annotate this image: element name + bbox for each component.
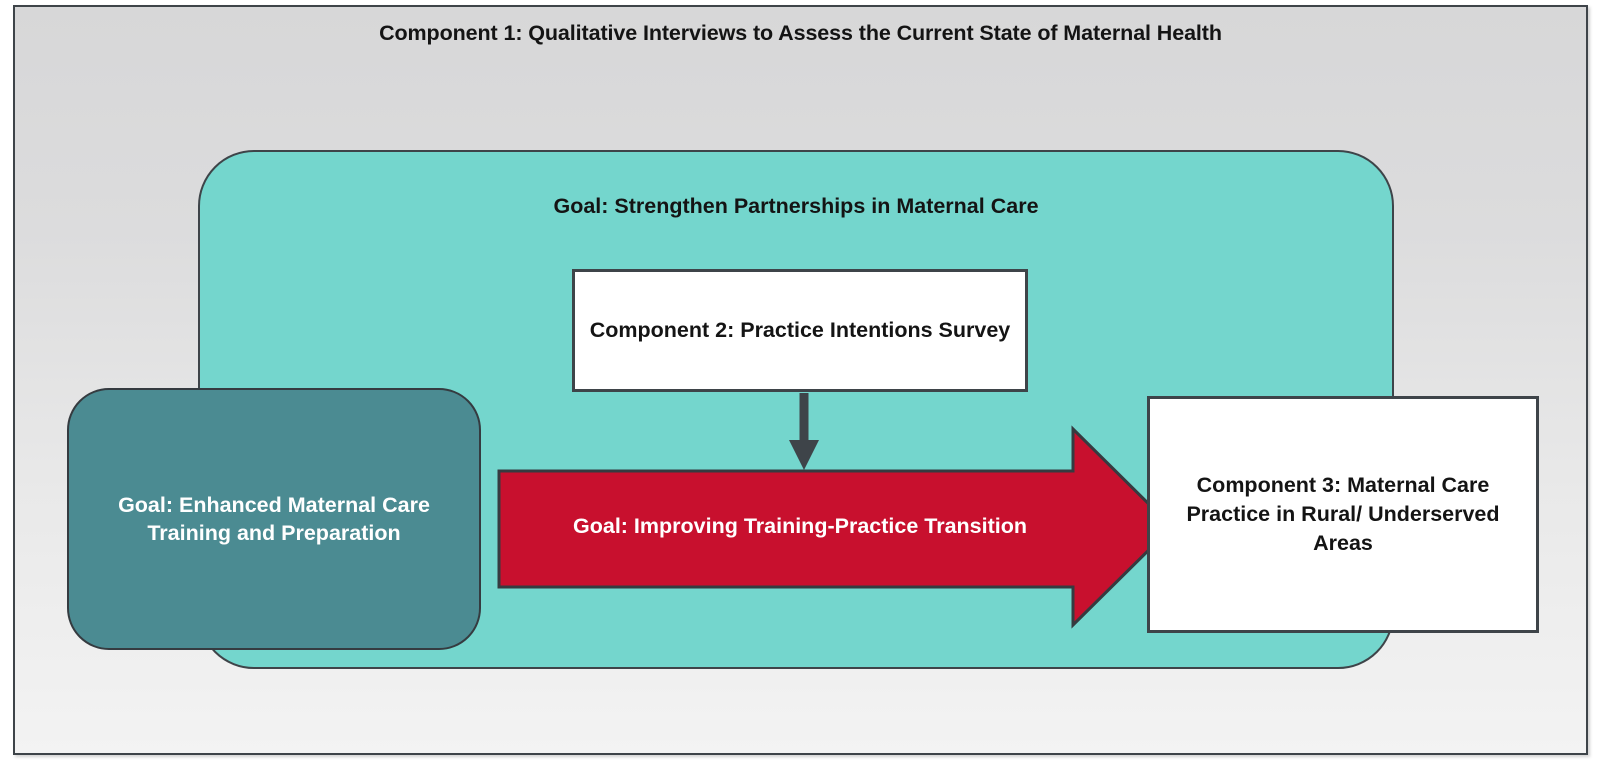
training-goal-box: Goal: Enhanced Maternal Care Training an…: [67, 388, 481, 650]
component2-label: Component 2: Practice Intentions Survey: [589, 318, 1011, 343]
partnership-goal-label: Goal: Strengthen Partnerships in Materna…: [553, 194, 1039, 218]
component2-box: Component 2: Practice Intentions Survey: [572, 269, 1028, 392]
diagram-frame: Component 1: Qualitative Interviews to A…: [13, 5, 1588, 755]
component3-label: Component 3: Maternal Care Practice in R…: [1186, 472, 1500, 555]
component1-title: Component 1: Qualitative Interviews to A…: [379, 21, 1222, 45]
training-goal-label: Goal: Enhanced Maternal Care Training an…: [118, 492, 430, 545]
component3-box: Component 3: Maternal Care Practice in R…: [1147, 396, 1539, 633]
transition-arrow: Goal: Improving Training-Practice Transi…: [475, 421, 1175, 633]
arrow-down-icon: [788, 393, 820, 471]
